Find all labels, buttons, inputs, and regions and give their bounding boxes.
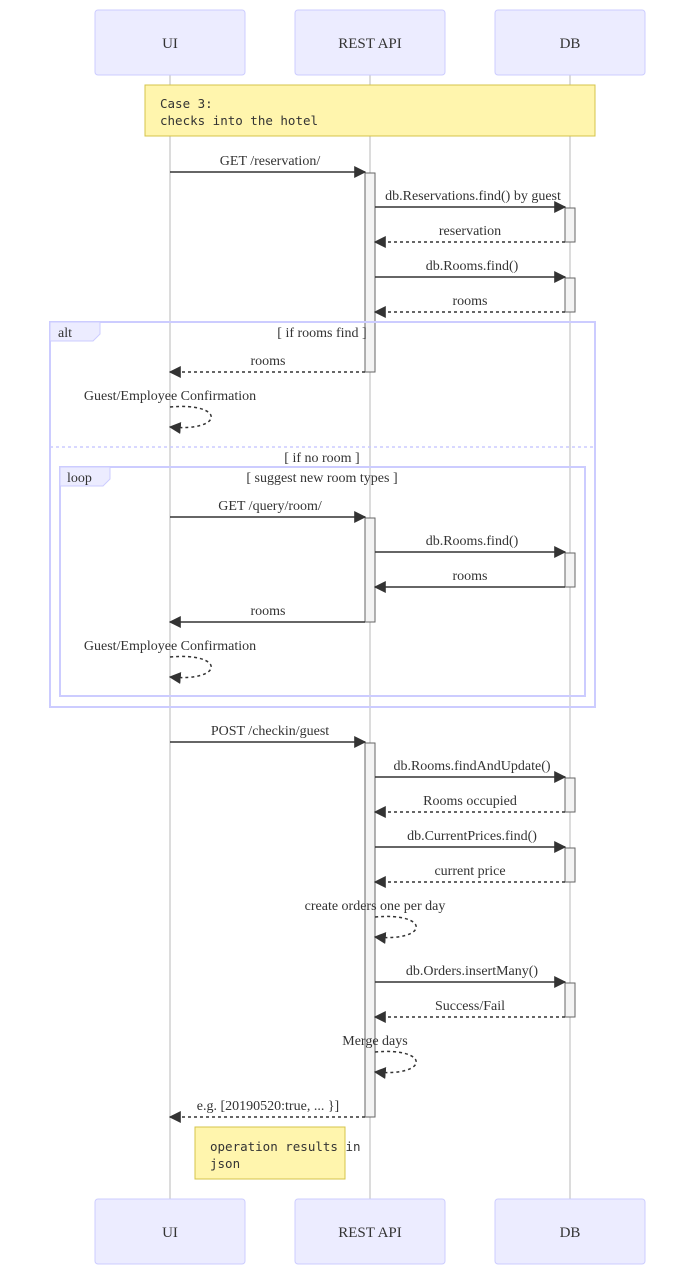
message-label: rooms: [453, 294, 488, 309]
result-note-line2: json: [210, 1156, 240, 1171]
actor-ui-bottom: UI: [94, 1198, 246, 1265]
actor-api-top: REST API: [294, 9, 446, 76]
db-activation-1: [564, 207, 576, 243]
message-label: GET /reservation/: [220, 154, 321, 169]
actor-db-bottom: DB: [494, 1198, 646, 1265]
self-message-arrow: [373, 1050, 417, 1079]
actor-api-label: REST API: [338, 1225, 402, 1241]
result-note: operation results in json: [194, 1126, 361, 1180]
self-message-arrow: [373, 915, 417, 944]
api-activation-1: [364, 172, 376, 373]
message-label: db.Reservations.find() by guest: [385, 189, 561, 204]
message-label: POST /checkin/guest: [211, 724, 329, 739]
db-activation-5: [564, 847, 576, 883]
self-message-arrow: [168, 405, 212, 434]
loop-condition: [ suggest new room types ]: [246, 471, 397, 486]
message-label: db.Orders.insertMany(): [406, 964, 539, 979]
actor-api-bottom: REST API: [294, 1198, 446, 1265]
message-label: create orders one per day: [305, 899, 446, 914]
message-label: db.Rooms.findAndUpdate(): [393, 759, 550, 774]
alt-frame-tag: alt: [58, 326, 72, 341]
message-label: rooms: [453, 569, 488, 584]
message-label: e.g. [20190520:true, ... }]: [197, 1099, 339, 1114]
actor-ui-label: UI: [162, 36, 178, 52]
message-label: db.Rooms.find(): [426, 534, 519, 549]
loop-frame: loop [ suggest new room types ]: [59, 466, 586, 697]
api-activation-3: [364, 742, 376, 1118]
message-label: reservation: [439, 224, 501, 239]
message-label: db.Rooms.find(): [426, 259, 519, 274]
db-activation-2: [564, 277, 576, 313]
alt-condition-2: [ if no room ]: [284, 451, 359, 466]
db-activation-3: [564, 552, 576, 588]
case-note-line1: Case 3:: [160, 96, 213, 111]
db-activation-4: [564, 777, 576, 813]
message-label: rooms: [251, 354, 286, 369]
api-activation-2: [364, 517, 376, 623]
message-label: db.CurrentPrices.find(): [407, 829, 537, 844]
message-label: Guest/Employee Confirmation: [84, 639, 256, 654]
alt-condition-1: [ if rooms find ]: [277, 326, 366, 341]
case-note-line2: checks into the hotel: [160, 113, 318, 128]
message-label: GET /query/room/: [218, 499, 322, 514]
message-label: current price: [434, 864, 505, 879]
loop-frame-tag: loop: [67, 471, 92, 486]
message-label: Guest/Employee Confirmation: [84, 389, 256, 404]
alt-frame: alt [ if rooms find ] [ if no room ]: [49, 321, 596, 708]
message-label: Merge days: [342, 1034, 407, 1049]
self-message-arrow: [168, 655, 212, 684]
actor-db-top: DB: [494, 9, 646, 76]
case-note: Case 3: checks into the hotel: [144, 84, 596, 137]
actor-ui-top: UI: [94, 9, 246, 76]
actor-db-label: DB: [560, 36, 581, 52]
actor-db-label: DB: [560, 1225, 581, 1241]
result-note-line1: operation results in: [210, 1139, 361, 1154]
actor-ui-label: UI: [162, 1225, 178, 1241]
message-label: Success/Fail: [435, 999, 505, 1014]
message-label: Rooms occupied: [423, 794, 517, 809]
message-label: rooms: [251, 604, 286, 619]
db-activation-6: [564, 982, 576, 1018]
actor-api-label: REST API: [338, 36, 402, 52]
